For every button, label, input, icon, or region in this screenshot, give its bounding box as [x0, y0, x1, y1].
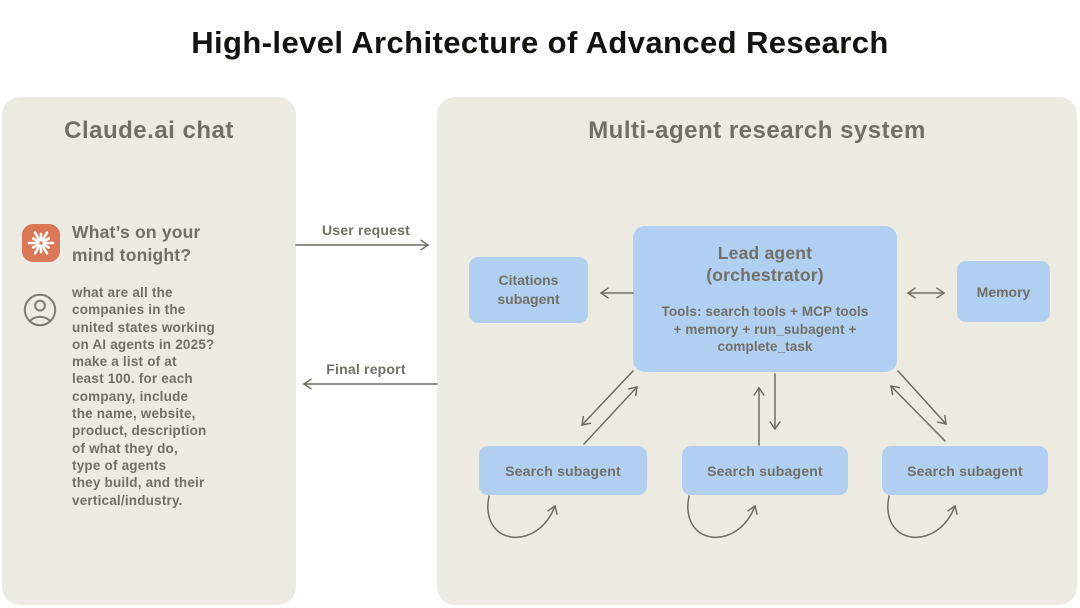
- user-query-text: what are all the companies in the united…: [72, 285, 215, 508]
- user-request-label: User request: [322, 222, 410, 238]
- claude-chat-header: Claude.ai chat: [64, 117, 234, 144]
- prompt-text: What’s on your mind tonight?: [72, 222, 201, 265]
- claude-spark-icon: [22, 224, 60, 267]
- user-avatar-icon: [23, 293, 57, 332]
- claude-chat-panel: [2, 97, 296, 605]
- final-report-label: Final report: [326, 361, 406, 377]
- page-title: High-level Architecture of Advanced Rese…: [191, 25, 889, 60]
- lead-agent-box: Lead agent (orchestrator) Tools: search …: [633, 226, 897, 372]
- lead-agent-tools: Tools: search tools + MCP tools + memory…: [661, 304, 869, 354]
- research-system-header: Multi-agent research system: [588, 117, 926, 144]
- search-subagent-box-2: Search subagent: [682, 446, 848, 495]
- search-subagent-box-3: Search subagent: [882, 446, 1048, 495]
- citations-subagent-box: Citations subagent: [469, 257, 588, 323]
- memory-box: Memory: [957, 261, 1050, 322]
- lead-agent-title: Lead agent (orchestrator): [706, 243, 824, 285]
- search-subagent-box-1: Search subagent: [479, 446, 647, 495]
